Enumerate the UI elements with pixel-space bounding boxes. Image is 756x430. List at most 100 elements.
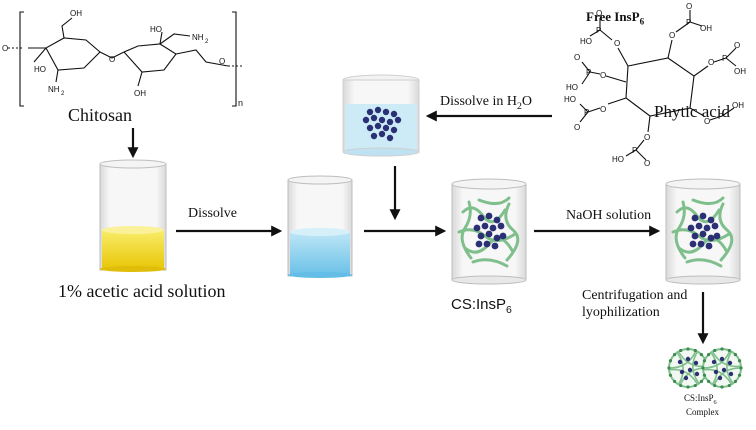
atom-o: O: [600, 105, 606, 114]
particle-dot: [668, 373, 673, 377]
atom-o: O: [644, 133, 650, 142]
particle-dot: [713, 348, 717, 353]
atom-p: P: [586, 68, 591, 77]
atom-o: O: [686, 2, 692, 11]
beaker-dissolved-chitosan: [287, 175, 353, 278]
beaker-acetic-acid: [99, 159, 167, 272]
polymer-strand: [460, 200, 473, 260]
particle-dot: [672, 352, 677, 357]
acetic-acid-label: 1% acetic acid solution: [58, 281, 226, 301]
particle-dot: [720, 347, 724, 351]
polymer-strand: [703, 350, 731, 369]
particle-dot: [691, 214, 699, 222]
particle-dot: [702, 359, 707, 363]
polymer-strand: [457, 228, 517, 242]
complex-sphere-right: [701, 347, 743, 389]
polymer-strand: [477, 196, 511, 205]
atom-o: O: [704, 117, 710, 126]
free-insp6-title: Free InsP6: [586, 9, 645, 27]
polymer-strand: [726, 351, 734, 384]
dissolve-in-water-label: Dissolve in H2O: [440, 94, 533, 112]
atom-ho: HO: [580, 37, 592, 46]
particle-dot: [713, 369, 719, 375]
particle-dot: [362, 116, 370, 124]
atom-nh2-1: NH: [48, 85, 60, 94]
chitosan-atoms: O OH HO NH 2 O HO NH 2 OH O n: [2, 9, 243, 108]
particle-dot: [721, 367, 727, 373]
particle-dot: [374, 106, 382, 114]
particle-dot: [366, 124, 374, 132]
particle-dot: [693, 348, 697, 353]
particle-dot: [473, 224, 481, 232]
particle-dot: [701, 366, 705, 370]
atom-oh-2: OH: [134, 89, 146, 98]
polymer-strand: [671, 228, 731, 242]
atom-o: O: [708, 58, 714, 67]
particle-dot: [477, 232, 485, 240]
particle-dot: [497, 222, 505, 230]
atom-oh-1: OH: [70, 9, 82, 18]
particle-dot: [378, 130, 386, 138]
polymer-strand: [504, 202, 520, 262]
particle-dot: [390, 126, 398, 134]
particle-dot: [705, 242, 713, 250]
chitosan-structure: [8, 11, 242, 107]
atom-p: P: [718, 112, 723, 121]
particle-dot: [491, 242, 499, 250]
atom-o: O: [644, 159, 650, 168]
naoh-cluster: [671, 196, 734, 268]
particle-dot: [703, 224, 711, 232]
chitosan-label: Chitosan: [68, 105, 133, 125]
particle-dot: [485, 230, 493, 238]
atom-p: P: [596, 26, 601, 35]
particle-dot: [485, 212, 493, 220]
particle-dot: [366, 108, 374, 116]
atom-p: P: [632, 146, 637, 155]
particle-dot: [378, 116, 386, 124]
particle-dot: [493, 216, 501, 224]
complex-label-line2: Complex: [686, 407, 719, 417]
centrifugation-label-line2: lyophilization: [582, 305, 660, 320]
particle-dot: [687, 367, 693, 373]
particle-dot: [699, 379, 704, 384]
particle-dot: [679, 369, 685, 375]
particle-dot: [706, 352, 711, 357]
atom-nh2-2-sub: 2: [205, 39, 209, 45]
particle-dot: [370, 114, 378, 122]
particle-dot: [667, 366, 671, 370]
particle-dot: [733, 379, 738, 384]
particle-dot: [475, 240, 483, 248]
particle-dot: [691, 232, 699, 240]
polymer-strand: [676, 352, 684, 385]
atom-o-right: O: [219, 57, 225, 66]
polymer-strand: [712, 351, 741, 368]
atom-oh: OH: [732, 101, 744, 110]
particle-dot: [711, 359, 717, 365]
particle-dot: [677, 359, 683, 365]
particle-dot: [727, 383, 731, 388]
cs-insp6-label: CS:InsP6: [451, 296, 512, 316]
particle-dot: [382, 108, 390, 116]
particle-dot: [713, 383, 717, 388]
phytic-particles: [362, 106, 402, 142]
particle-dot: [481, 222, 489, 230]
particle-dot: [699, 352, 704, 357]
polymer-strand: [685, 258, 723, 268]
particle-dot: [679, 383, 683, 388]
atom-o-bridge: O: [109, 55, 115, 64]
atom-oh: OH: [700, 24, 712, 33]
particle-dot: [687, 224, 695, 232]
particle-dot: [720, 385, 724, 389]
phytic-atoms: O P HO O O P O OH O P O OH O P OH O P HO…: [564, 2, 746, 168]
particle-dot: [689, 240, 697, 248]
atom-ho-2: HO: [150, 25, 162, 34]
atom-o: O: [596, 9, 602, 18]
particle-dot: [672, 379, 677, 384]
atom-ho: HO: [564, 95, 576, 104]
beaker-phytic-water: [342, 74, 420, 157]
atom-nh2-1-sub: 2: [61, 91, 65, 97]
atom-o-left: O: [2, 44, 8, 53]
arrows: [127, 110, 709, 345]
atom-ho-1: HO: [34, 65, 46, 74]
